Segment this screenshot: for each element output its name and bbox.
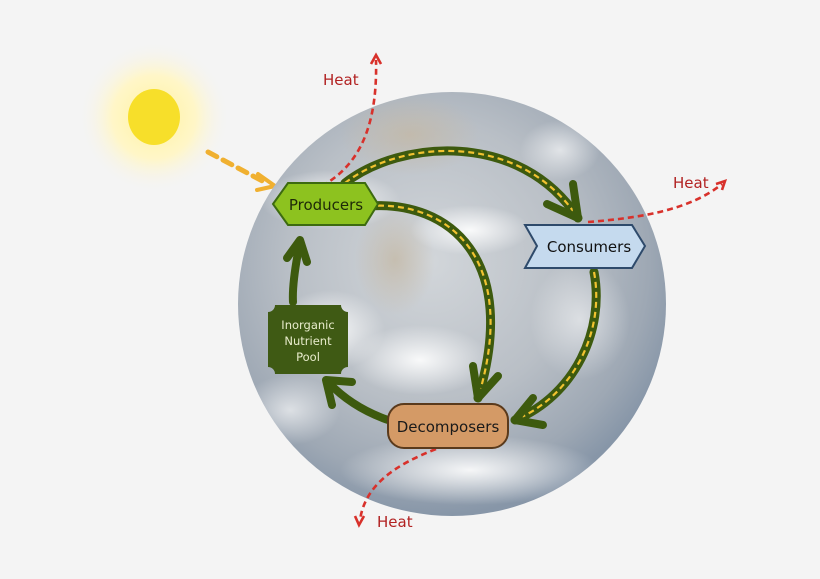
nutrient-pool-label-line3: Pool xyxy=(296,350,320,364)
decomposers-label: Decomposers xyxy=(397,418,500,436)
consumers-label: Consumers xyxy=(547,238,631,256)
flow-arrow-nutrient-pool-to-producers xyxy=(283,236,311,306)
solar-energy-arrow xyxy=(205,149,277,192)
flow-arrow-producers-to-decomposers xyxy=(363,201,502,403)
earth-globe xyxy=(238,92,666,516)
decomposers-node: Decomposers xyxy=(387,403,509,449)
flow-arrow-consumers-to-decomposers xyxy=(510,267,601,429)
flow-arrow-producers-to-consumers xyxy=(340,146,583,223)
nutrient-pool-node: Inorganic Nutrient Pool xyxy=(268,305,348,374)
heat-label-top: Heat xyxy=(323,71,359,89)
heat-label-right: Heat xyxy=(673,174,709,192)
producers-label: Producers xyxy=(289,196,363,214)
heat-arrow-consumers xyxy=(587,178,728,224)
nutrient-pool-label-line1: Inorganic xyxy=(281,318,334,332)
producers-node: Producers xyxy=(271,182,380,226)
flow-arrow-decomposers-to-nutrient-pool xyxy=(322,376,392,424)
nutrient-pool-label-line2: Nutrient xyxy=(284,334,332,348)
sun-icon xyxy=(78,41,230,193)
heat-arrow-producers xyxy=(321,52,383,188)
heat-arrow-decomposers xyxy=(353,447,437,528)
heat-label-bottom: Heat xyxy=(377,513,413,531)
consumers-node: Consumers xyxy=(523,224,647,269)
